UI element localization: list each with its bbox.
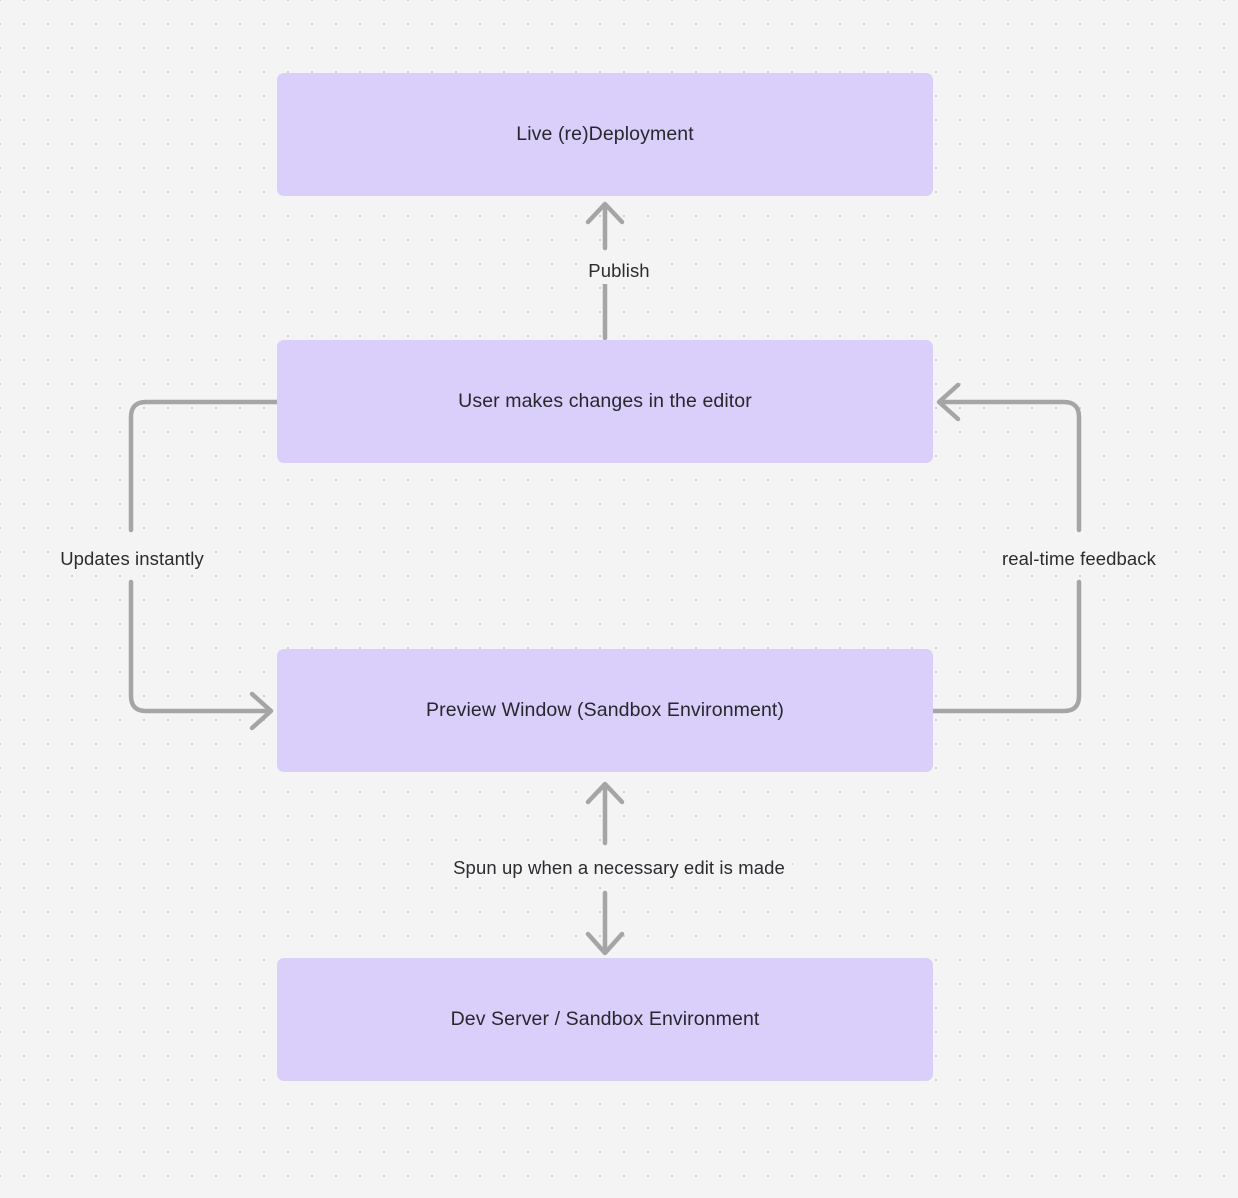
node-user-makes-changes-in-the-editor[interactable]: User makes changes in the editor	[277, 340, 933, 463]
node-dev-server-sandbox-environment[interactable]: Dev Server / Sandbox Environment	[277, 958, 933, 1081]
edge-label-updates-instantly: Updates instantly	[53, 546, 211, 572]
node-live-redeployment[interactable]: Live (re)Deployment	[277, 73, 933, 196]
edge-label-publish: Publish	[581, 258, 657, 284]
node-preview-window-sandbox-environment[interactable]: Preview Window (Sandbox Environment)	[277, 649, 933, 772]
edge-label-real-time-feedback: real-time feedback	[995, 546, 1163, 572]
node-label: User makes changes in the editor	[458, 389, 752, 412]
node-label: Dev Server / Sandbox Environment	[450, 1007, 760, 1030]
node-label: Live (re)Deployment	[516, 122, 694, 145]
node-label: Preview Window (Sandbox Environment)	[426, 698, 784, 721]
edge-label-spun-up-when-a-necessary-edit-is-made: Spun up when a necessary edit is made	[446, 855, 792, 881]
